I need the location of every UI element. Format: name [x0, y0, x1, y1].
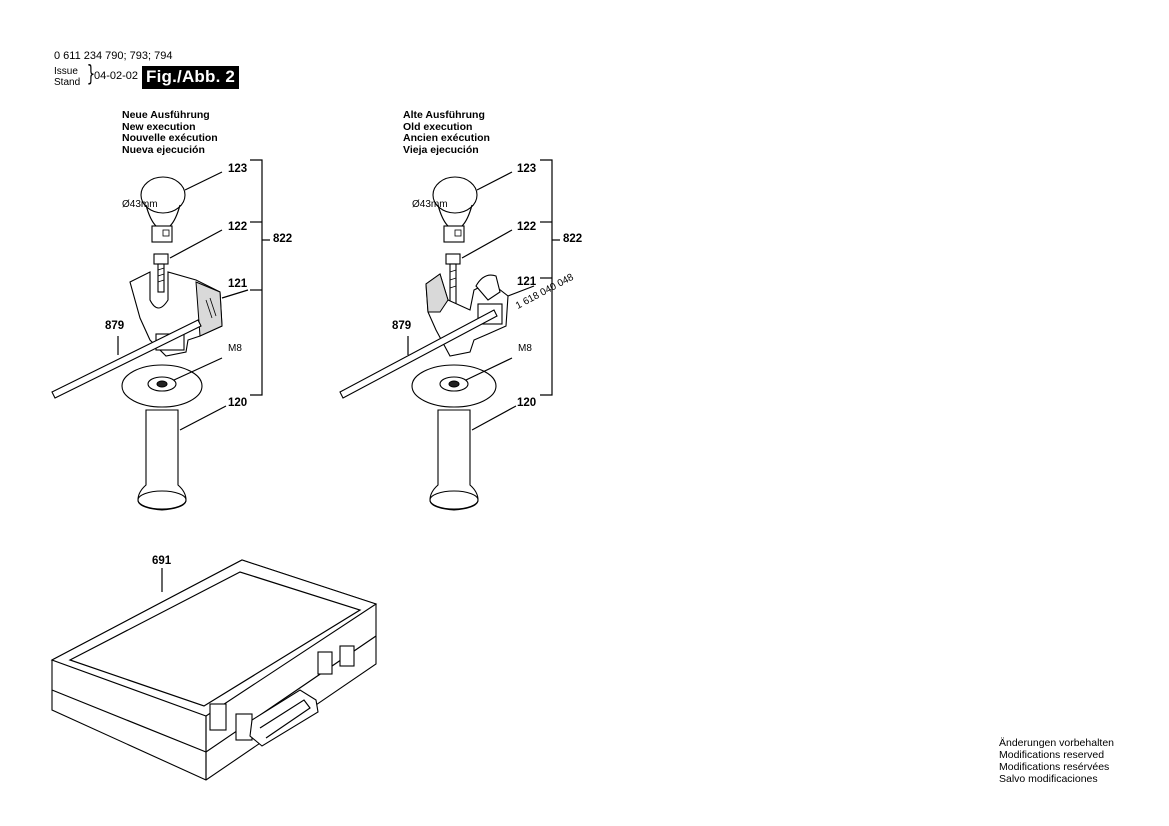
case-callout-691: 691 [152, 555, 172, 567]
right-diameter-label: Ø43mm [412, 199, 448, 210]
right-callout-120: 120 [517, 397, 537, 409]
right-depth-rod [339, 309, 498, 399]
left-callout-879: 879 [105, 320, 125, 332]
figure-label: Fig./Abb. 2 [142, 66, 240, 89]
modification-notice: Änderungen vorbehalten Modifications res… [999, 737, 1114, 785]
right-clamp-band [432, 171, 513, 243]
right-heading: Alte Ausführung Old execution Ancien exé… [403, 109, 490, 156]
left-depth-rod [51, 319, 202, 399]
left-callout-122: 122 [228, 221, 248, 233]
notice-es: Salvo modificaciones [999, 773, 1098, 785]
right-callout-121: 121 [517, 276, 537, 288]
notice-de: Änderungen vorbehalten [999, 737, 1115, 749]
left-heading: Neue Ausführung New execution Nouvelle e… [122, 109, 218, 156]
right-heading-fr: Ancien exécution [403, 132, 490, 144]
left-heading-es: Nueva ejecución [122, 143, 205, 156]
right-heading-de: Alte Ausführung [403, 109, 485, 121]
left-callout-120: 120 [228, 397, 248, 409]
right-heading-es: Vieja ejecución [403, 143, 479, 156]
issue-date: 04-02-02 [94, 70, 139, 82]
left-callout-822: 822 [273, 233, 293, 245]
issue-stand-labels: Issue Stand [54, 66, 80, 88]
left-clamp-band [140, 171, 223, 243]
right-heading-en: Old execution [403, 120, 473, 133]
left-822-bracket [250, 159, 263, 396]
left-bolt [153, 229, 223, 293]
issue-label: Issue [54, 66, 78, 77]
right-callout-879: 879 [392, 320, 412, 332]
right-thread-label: M8 [518, 343, 532, 354]
right-callout-123: 123 [517, 163, 537, 175]
left-heading-fr: Nouvelle exécution [122, 132, 218, 144]
left-diameter-label: Ø43mm [122, 199, 158, 210]
right-assembly-drawing [339, 159, 560, 511]
left-heading-en: New execution [122, 120, 196, 133]
right-callout-822: 822 [563, 233, 583, 245]
notice-fr: Modifications resérvées [999, 761, 1110, 773]
brace-symbol: } [86, 62, 96, 87]
carrying-case-drawing [50, 559, 378, 781]
stand-label: Stand [54, 77, 81, 88]
right-handle [411, 357, 517, 511]
left-callout-123: 123 [228, 163, 248, 175]
left-assembly-drawing [51, 159, 270, 511]
left-handle [121, 357, 227, 511]
left-thread-label: M8 [228, 343, 242, 354]
notice-en: Modifications reserved [999, 749, 1105, 761]
left-callout-121: 121 [228, 278, 248, 290]
document-number: 0 611 234 790; 793; 794 [54, 50, 173, 62]
right-bolt [445, 229, 513, 305]
left-heading-de: Neue Ausführung [122, 109, 210, 121]
right-callout-122: 122 [517, 221, 537, 233]
